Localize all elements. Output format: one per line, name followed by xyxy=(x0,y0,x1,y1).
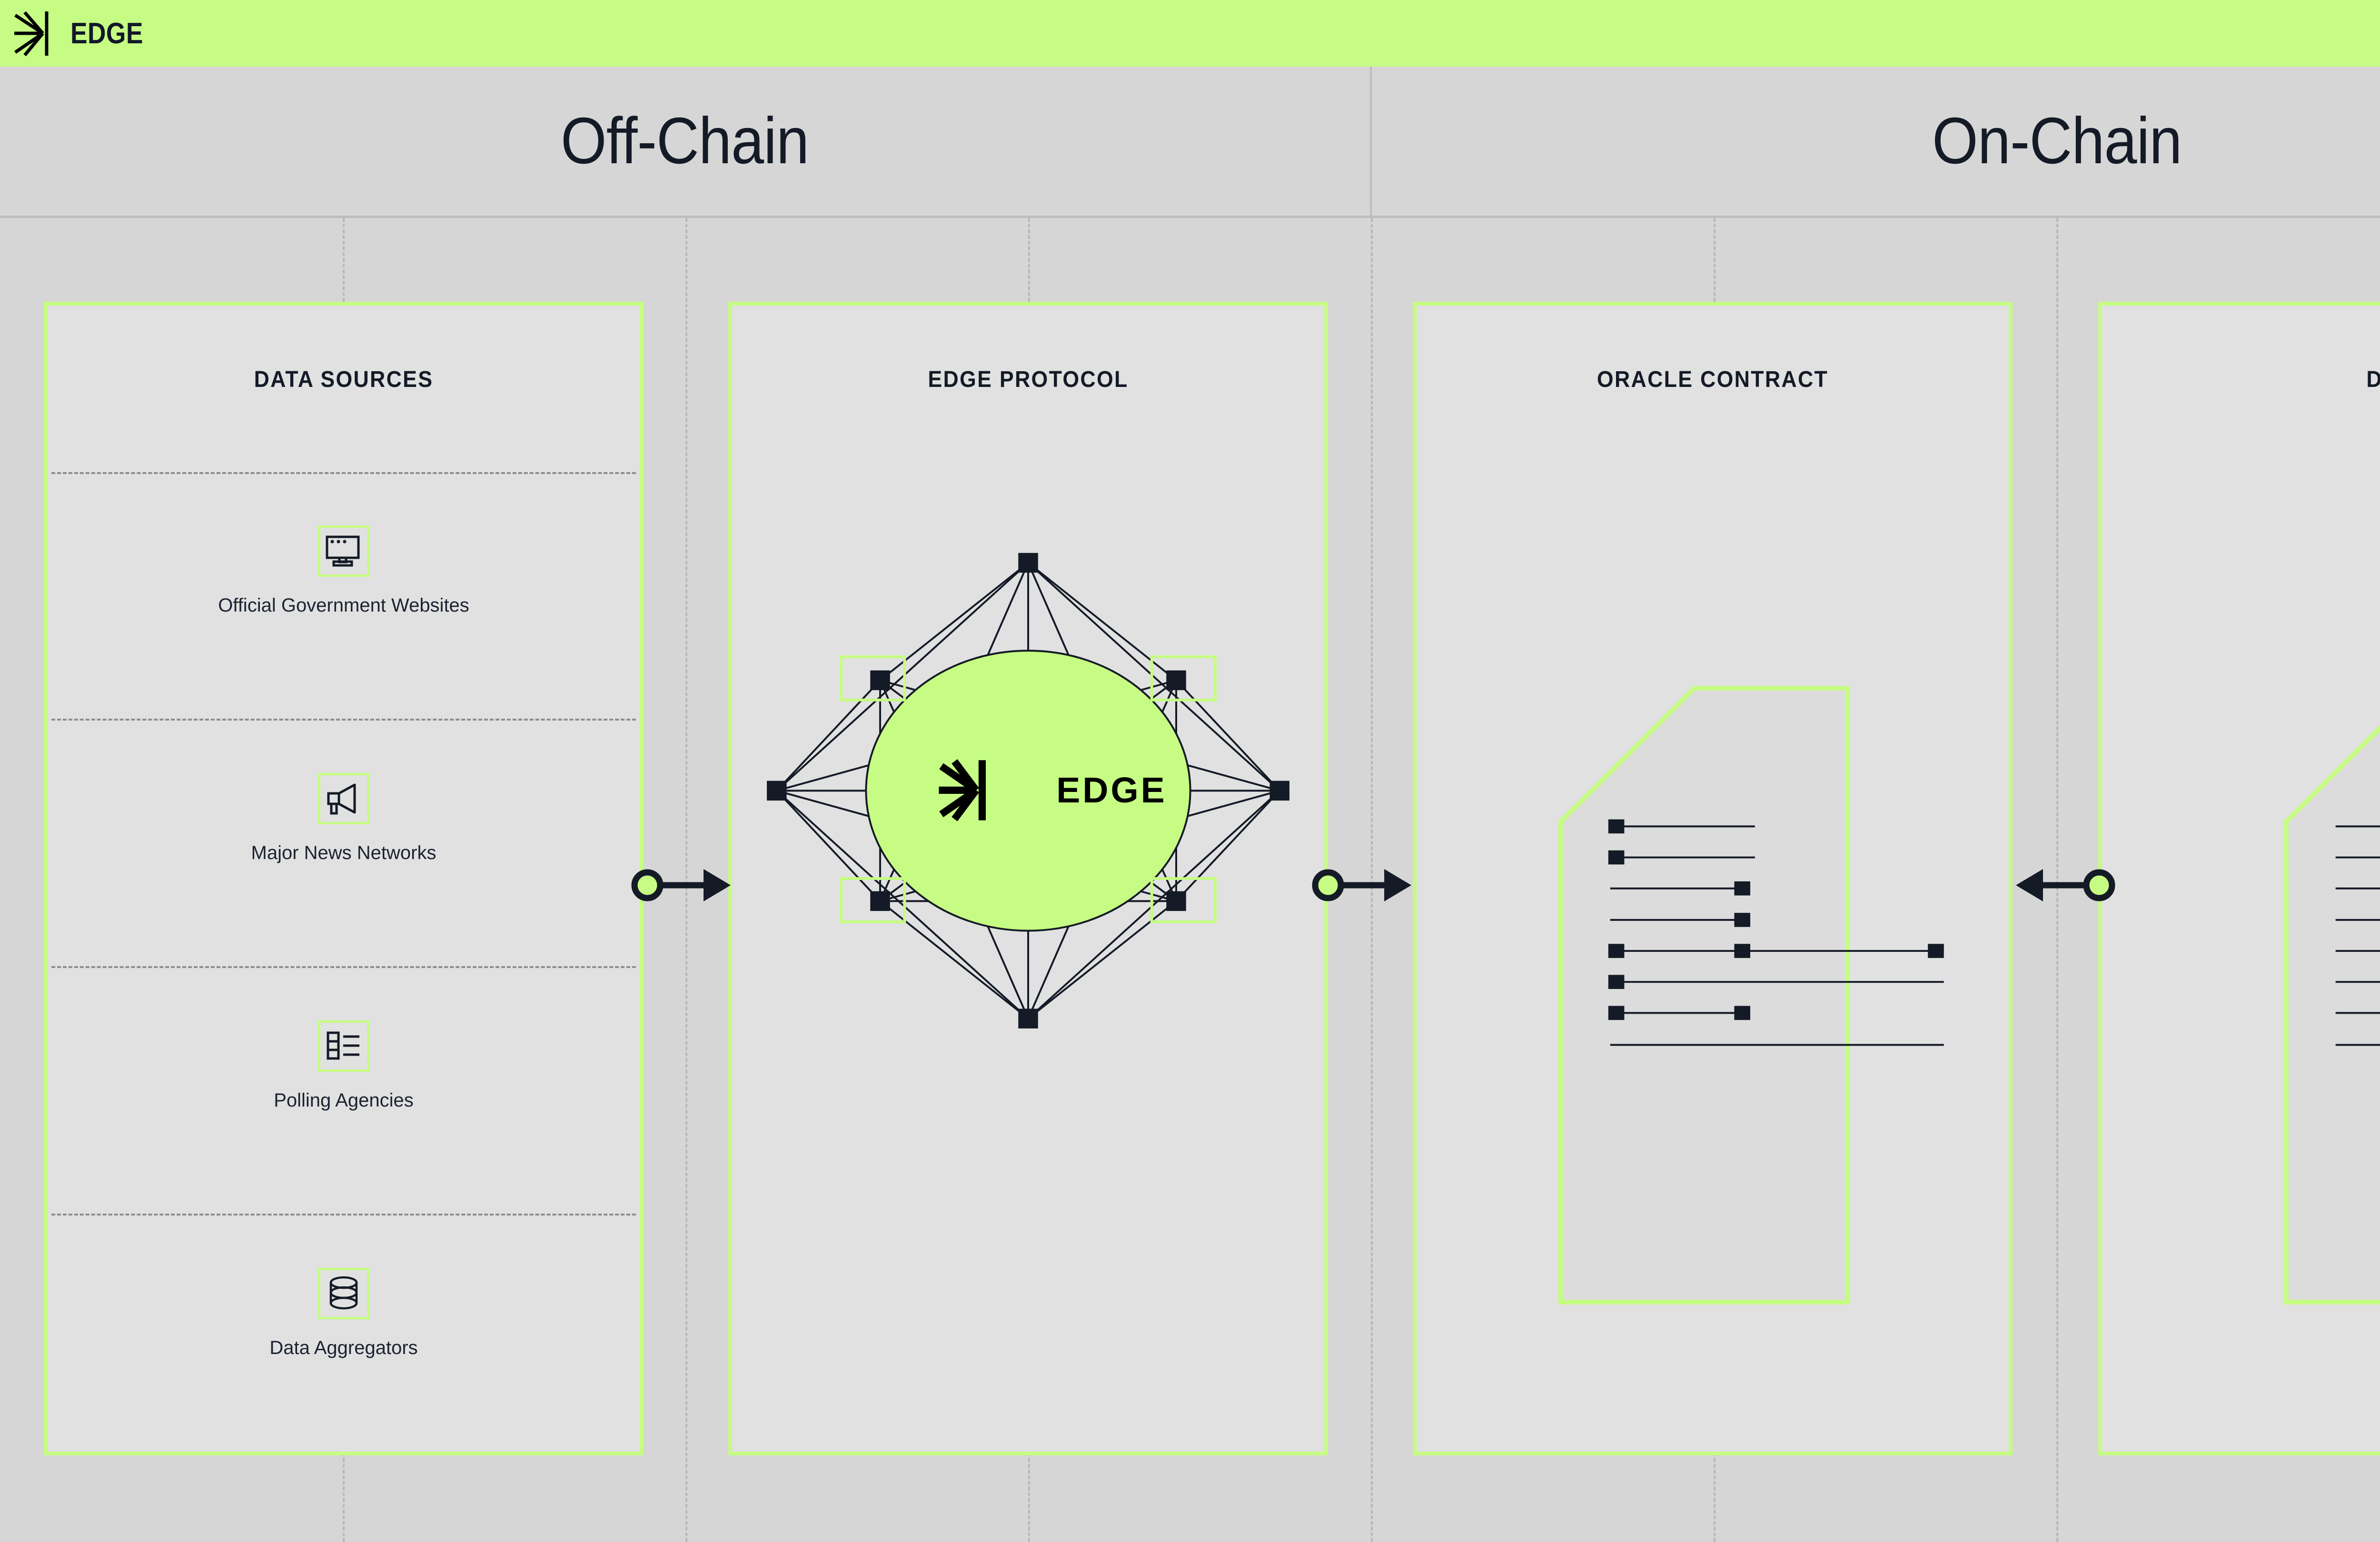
data-source-label: Major News Networks xyxy=(251,842,436,863)
grid-line xyxy=(1371,218,1373,1542)
brand-name: EDGE xyxy=(70,17,143,50)
arrow-head xyxy=(1384,869,1411,901)
edge-hub-label: EDGE xyxy=(1056,770,1167,810)
brand[interactable]: EDGE xyxy=(13,9,155,58)
data-source-label: Polling Agencies xyxy=(274,1090,414,1111)
data-source-item[interactable]: Major News Networks xyxy=(48,773,640,864)
divider xyxy=(51,966,636,968)
arrow-head xyxy=(2016,869,2043,901)
divider xyxy=(51,472,636,474)
circle-node[interactable] xyxy=(2083,869,2115,901)
poll-list-icon xyxy=(318,1020,369,1072)
connector-protocol-to-oracle xyxy=(1309,857,1433,914)
on-chain-title: On-Chain xyxy=(1932,104,2182,178)
dapp-document-icon[interactable] xyxy=(2102,306,2380,1452)
panel-oracle-contract[interactable]: ORACLE CONTRACT xyxy=(1413,302,2013,1455)
network-node[interactable] xyxy=(767,553,1289,1028)
document-code-lines xyxy=(2335,825,2380,1046)
section-off-chain: Off-Chain xyxy=(0,67,1372,216)
document-markers xyxy=(1608,819,1944,1020)
divider xyxy=(51,1214,636,1216)
panel-title-edge-protocol: EDGE PROTOCOL xyxy=(928,367,1129,392)
connector-dapp-to-oracle xyxy=(1994,857,2118,914)
edge-converging-rays-icon xyxy=(939,759,986,821)
monitor-window-icon xyxy=(318,525,369,577)
document-code-lines xyxy=(1610,825,1944,1046)
off-chain-title: Off-Chain xyxy=(561,104,809,178)
data-source-item[interactable]: Official Government Websites xyxy=(48,525,640,616)
megaphone-icon xyxy=(318,773,369,824)
circle-node[interactable] xyxy=(631,869,664,901)
edge-hub-circle[interactable] xyxy=(865,650,1191,932)
arrow-head xyxy=(704,869,731,901)
data-source-label: Data Aggregators xyxy=(269,1337,418,1358)
edge-converging-rays-icon xyxy=(14,11,49,57)
section-on-chain: On-Chain xyxy=(1372,67,2380,216)
panel-dapp[interactable]: DAPP xyxy=(2098,302,2380,1455)
connector-sources-to-protocol xyxy=(628,857,752,914)
data-source-label: Official Government Websites xyxy=(218,595,469,616)
chain-header-band: Off-Chain On-Chain xyxy=(0,67,2380,218)
grid-line xyxy=(685,218,687,1542)
panel-title-oracle-contract: ORACLE CONTRACT xyxy=(1597,367,1829,392)
database-icon xyxy=(318,1268,369,1319)
grid-line xyxy=(2056,218,2058,1542)
contract-document-icon[interactable] xyxy=(1417,306,2009,1452)
data-source-item[interactable]: Data Aggregators xyxy=(48,1268,640,1359)
circle-node[interactable] xyxy=(1312,869,1344,901)
node-highlight-box xyxy=(840,655,1217,923)
panel-title-data-sources: DATA SOURCES xyxy=(254,367,434,392)
divider xyxy=(51,719,636,721)
panel-edge-protocol[interactable]: EDGE PROTOCOL xyxy=(728,302,1328,1455)
edge-protocol-network: EDGE xyxy=(767,553,1289,1028)
panel-data-sources[interactable]: DATA SOURCES Official Government Website… xyxy=(44,302,644,1455)
data-source-item[interactable]: Polling Agencies xyxy=(48,1020,640,1111)
panel-title-dapp: DAPP xyxy=(2123,366,2380,393)
top-bar: EDGE / EDGE PROOFS DIAGRAM xyxy=(0,0,2380,67)
